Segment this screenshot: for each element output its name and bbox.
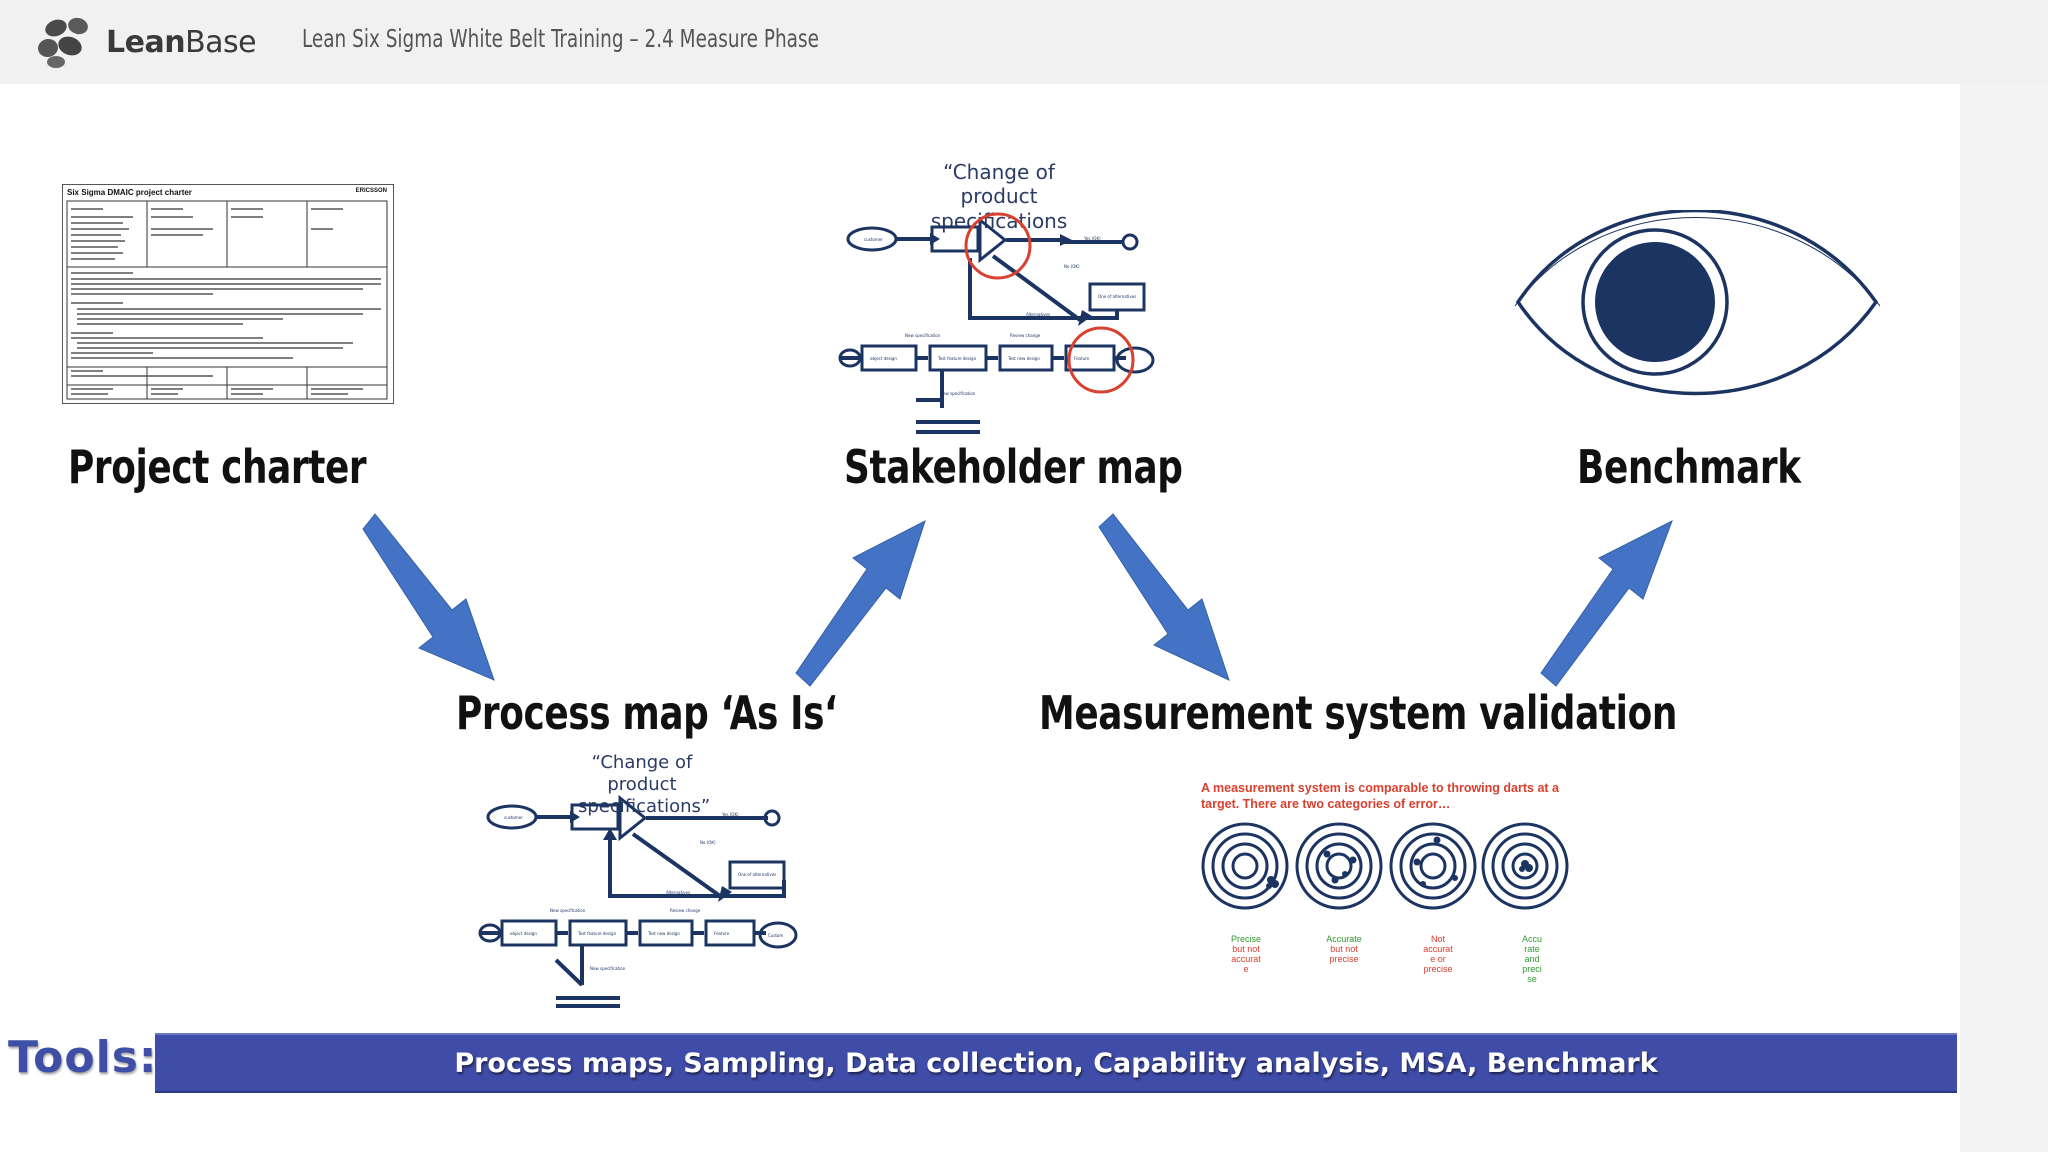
svg-text:Review change: Review change (1010, 333, 1041, 338)
svg-text:Test new design: Test new design (647, 931, 680, 936)
arrow-process-to-stakeholder (795, 520, 926, 687)
svg-text:Yes (OK): Yes (OK) (721, 812, 739, 817)
svg-text:New specification: New specification (550, 908, 586, 913)
target-not-accurate-not-precise (1389, 822, 1477, 910)
target-label-3-line2: accurat (1423, 944, 1453, 954)
svg-text:Custom: Custom (768, 933, 783, 938)
svg-text:New specification: New specification (590, 966, 626, 971)
charter-doc-brand: ERICSSON (355, 188, 387, 194)
stakeholder-quote: “Change of product specifications (930, 160, 1068, 233)
charter-doc-lines (66, 200, 388, 400)
target-label-4: Accu rate and preci se (1502, 934, 1562, 984)
target-label-4-line1: Accu (1521, 934, 1542, 944)
target-label-4-line5: se (1527, 974, 1537, 984)
logo-bold-part: Lean (106, 24, 186, 60)
target-precise-not-accurate (1201, 822, 1289, 910)
process-map-diagram: customer Yes (OK) No (OK) One of alterna… (478, 794, 798, 1008)
svg-text:Alternatives: Alternatives (666, 890, 690, 895)
msa-intro-text: A measurement system is comparable to th… (1201, 781, 1559, 811)
svg-text:Feature: Feature (1074, 356, 1090, 361)
target-label-1: Precise but not accurat e (1216, 934, 1276, 974)
svg-text:object design: object design (870, 356, 897, 361)
measurement-validation-heading: Measurement system validation (1039, 686, 1677, 740)
stakeholder-map-heading: Stakeholder map (844, 440, 1183, 494)
svg-text:New specification: New specification (940, 391, 976, 396)
tools-bar: Process maps, Sampling, Data collection,… (155, 1033, 1957, 1093)
tools-list: Process maps, Sampling, Data collection,… (454, 1047, 1658, 1079)
logo-text: LeanBase (106, 24, 257, 60)
svg-text:No (OK): No (OK) (1064, 264, 1080, 269)
project-charter-heading: Project charter (68, 440, 367, 494)
benchmark-heading: Benchmark (1577, 440, 1801, 494)
course-title: Lean Six Sigma White Belt Training – 2.4… (302, 24, 819, 53)
svg-text:Feature: Feature (714, 931, 730, 936)
target-label-4-line2: rate (1524, 944, 1540, 954)
target-accurate-not-precise (1295, 822, 1383, 910)
svg-text:Test feature design: Test feature design (937, 356, 977, 361)
project-charter-thumbnail: Six Sigma DMAIC project charter ERICSSON (62, 184, 394, 404)
svg-text:object design: object design (510, 931, 537, 936)
process-map-heading: Process map ‘As Is‘ (456, 686, 838, 740)
tools-label: Tools: (8, 1032, 158, 1083)
svg-text:Alternatives: Alternatives (1026, 312, 1050, 317)
target-label-3: Not accurat e or precise (1408, 934, 1468, 974)
svg-text:Test new design: Test new design (1007, 356, 1040, 361)
process-quote: “Change of product specifications” (578, 752, 711, 817)
target-label-4-line4: preci (1522, 964, 1542, 974)
arrow-charter-to-process (362, 513, 495, 681)
charter-doc-title: Six Sigma DMAIC project charter (67, 188, 192, 197)
target-label-1-line4: e (1243, 964, 1249, 974)
target-accurate-and-precise (1481, 822, 1569, 910)
svg-text:New specification: New specification (905, 333, 941, 338)
leanbase-logo[interactable]: LeanBase (36, 14, 257, 70)
target-label-4-line3: and (1524, 954, 1540, 964)
benchmark-eye-icon (1514, 210, 1880, 396)
svg-text:Test feature design: Test feature design (577, 931, 617, 936)
svg-text:One of alternatives: One of alternatives (738, 872, 776, 877)
target-label-1-line1: Precise (1230, 934, 1261, 944)
target-label-1-line2: but not (1232, 944, 1260, 954)
logo-light-part: Base (185, 24, 257, 60)
svg-text:Review change: Review change (670, 908, 701, 913)
target-label-2: Accurate but not precise (1314, 934, 1374, 964)
leanbase-logo-icon (38, 17, 88, 68)
svg-text:customer: customer (504, 815, 523, 820)
target-label-3-line3: e or (1430, 954, 1446, 964)
right-margin (1960, 84, 2048, 1152)
arrow-stakeholder-to-msa (1098, 513, 1230, 681)
target-label-2-line3: precise (1329, 954, 1359, 964)
svg-text:customer: customer (864, 237, 883, 242)
target-label-2-line1: Accurate (1326, 934, 1362, 944)
target-label-3-line1: Not (1430, 934, 1445, 944)
arrow-msa-to-benchmark (1540, 519, 1673, 687)
svg-text:No (OK): No (OK) (700, 840, 716, 845)
svg-text:One of alternatives: One of alternatives (1098, 294, 1136, 299)
msa-dart-targets (1201, 822, 1569, 910)
target-label-1-line3: accurat (1231, 954, 1261, 964)
stakeholder-diagram: customer Yes (OK) No (OK) One of alterna… (838, 212, 1155, 434)
target-label-3-line4: precise (1423, 964, 1453, 974)
svg-text:Yes (OK): Yes (OK) (1083, 236, 1101, 241)
header-bar: LeanBase Lean Six Sigma White Belt Train… (0, 0, 2048, 84)
target-label-2-line2: but not (1330, 944, 1358, 954)
